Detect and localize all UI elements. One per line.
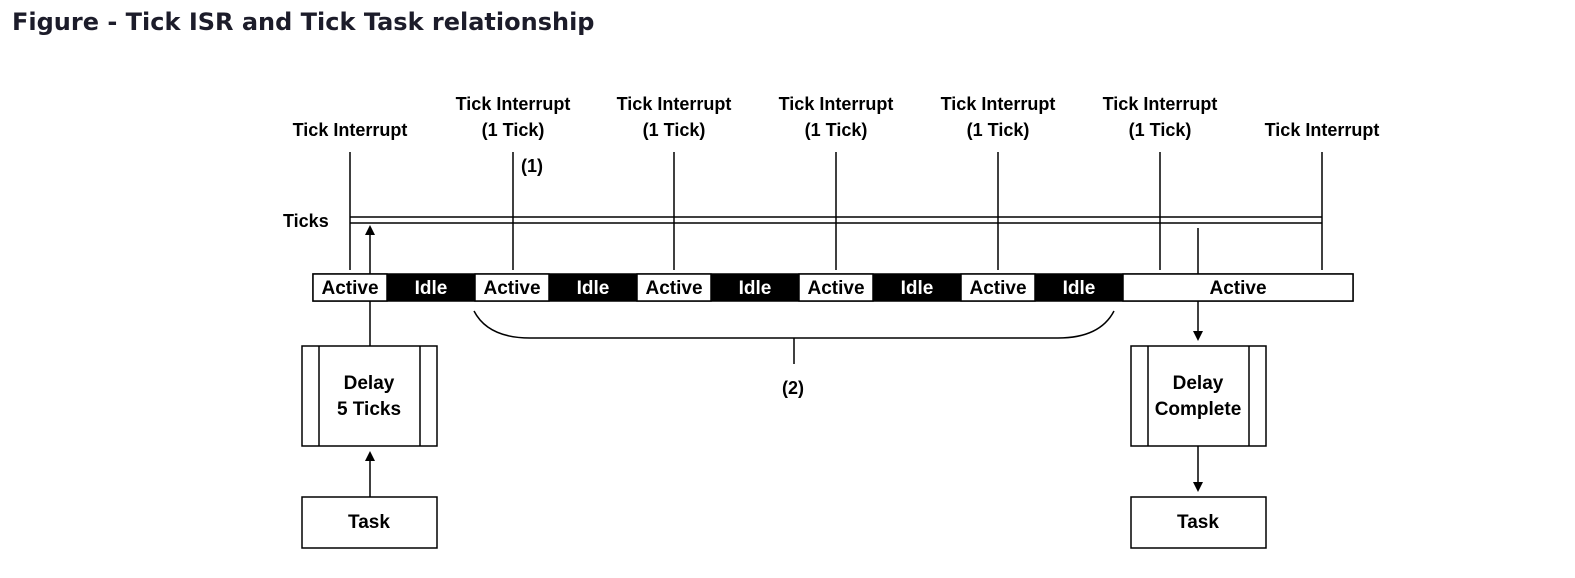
timeline-segment-5: Idle [711,274,799,301]
svg-text:Tick Interrupt: Tick Interrupt [779,94,894,114]
timeline-segment-9: Idle [1035,274,1123,301]
svg-text:Active: Active [1209,278,1266,299]
tick-interrupt-label-2: Tick Interrupt (1 Tick) [617,94,732,140]
left-delay-line1: Delay [344,373,395,394]
svg-text:Tick Interrupt: Tick Interrupt [617,94,732,114]
timeline-segment-0: Active [312,273,388,302]
svg-text:Idle: Idle [901,278,934,299]
svg-text:Idle: Idle [577,278,610,299]
svg-text:(1 Tick): (1 Tick) [1129,120,1192,140]
svg-text:(1 Tick): (1 Tick) [967,120,1030,140]
right-delay-box: Delay Complete [1130,345,1267,447]
left-delay-box: Delay 5 Ticks [301,345,438,447]
brace-2 [473,310,1115,364]
left-task-box: Task [301,496,438,549]
svg-text:Active: Active [483,278,540,299]
figure-title: Figure - Tick ISR and Tick Task relation… [12,8,595,36]
tick-interrupt-label-3: Tick Interrupt (1 Tick) [779,94,894,140]
tick-interrupt-label-1: Tick Interrupt (1 Tick) [456,94,571,140]
callout-2: (2) [782,378,804,398]
timeline-segment-8: Active [960,273,1036,302]
svg-text:Tick Interrupt: Tick Interrupt [941,94,1056,114]
svg-text:Tick Interrupt: Tick Interrupt [1103,94,1218,114]
svg-text:(1 Tick): (1 Tick) [643,120,706,140]
timeline-segment-4: Active [636,273,712,302]
left-task-label: Task [348,512,390,533]
timeline-segment-3: Idle [549,274,637,301]
timeline-segment-7: Idle [873,274,961,301]
right-delay-line2: Complete [1155,399,1242,420]
svg-text:Idle: Idle [739,278,772,299]
svg-text:Tick Interrupt: Tick Interrupt [456,94,571,114]
tick-interrupt-label-6: Tick Interrupt [1265,120,1380,140]
svg-text:Active: Active [807,278,864,299]
svg-text:Idle: Idle [1063,278,1096,299]
timeline-segment-6: Active [798,273,874,302]
left-delay-line2: 5 Ticks [337,399,401,420]
timeline-segment-1: Idle [387,274,475,301]
tick-interrupt-lines [349,152,1323,270]
svg-text:(1 Tick): (1 Tick) [805,120,868,140]
svg-text:Idle: Idle [415,278,448,299]
svg-text:Tick Interrupt: Tick Interrupt [1265,120,1380,140]
svg-text:Active: Active [321,278,378,299]
svg-text:Tick Interrupt: Tick Interrupt [293,120,408,140]
tick-interrupt-label-4: Tick Interrupt (1 Tick) [941,94,1056,140]
tick-interrupt-label-0: Tick Interrupt [293,120,408,140]
timeline-bar: Active Idle Active Idle Active Idle Acti… [312,273,1354,302]
right-delay-line1: Delay [1173,373,1224,394]
right-task-label: Task [1177,512,1219,533]
tick-interrupt-label-5: Tick Interrupt (1 Tick) [1103,94,1218,140]
svg-text:(1 Tick): (1 Tick) [482,120,545,140]
ticks-label: Ticks [283,211,329,231]
timeline-segment-2: Active [474,273,550,302]
right-task-box: Task [1130,496,1267,549]
callout-1: (1) [521,156,543,176]
ticks-double-line [350,216,1322,224]
svg-text:Active: Active [645,278,702,299]
timeline-segment-10: Active [1122,273,1354,302]
svg-text:Active: Active [969,278,1026,299]
